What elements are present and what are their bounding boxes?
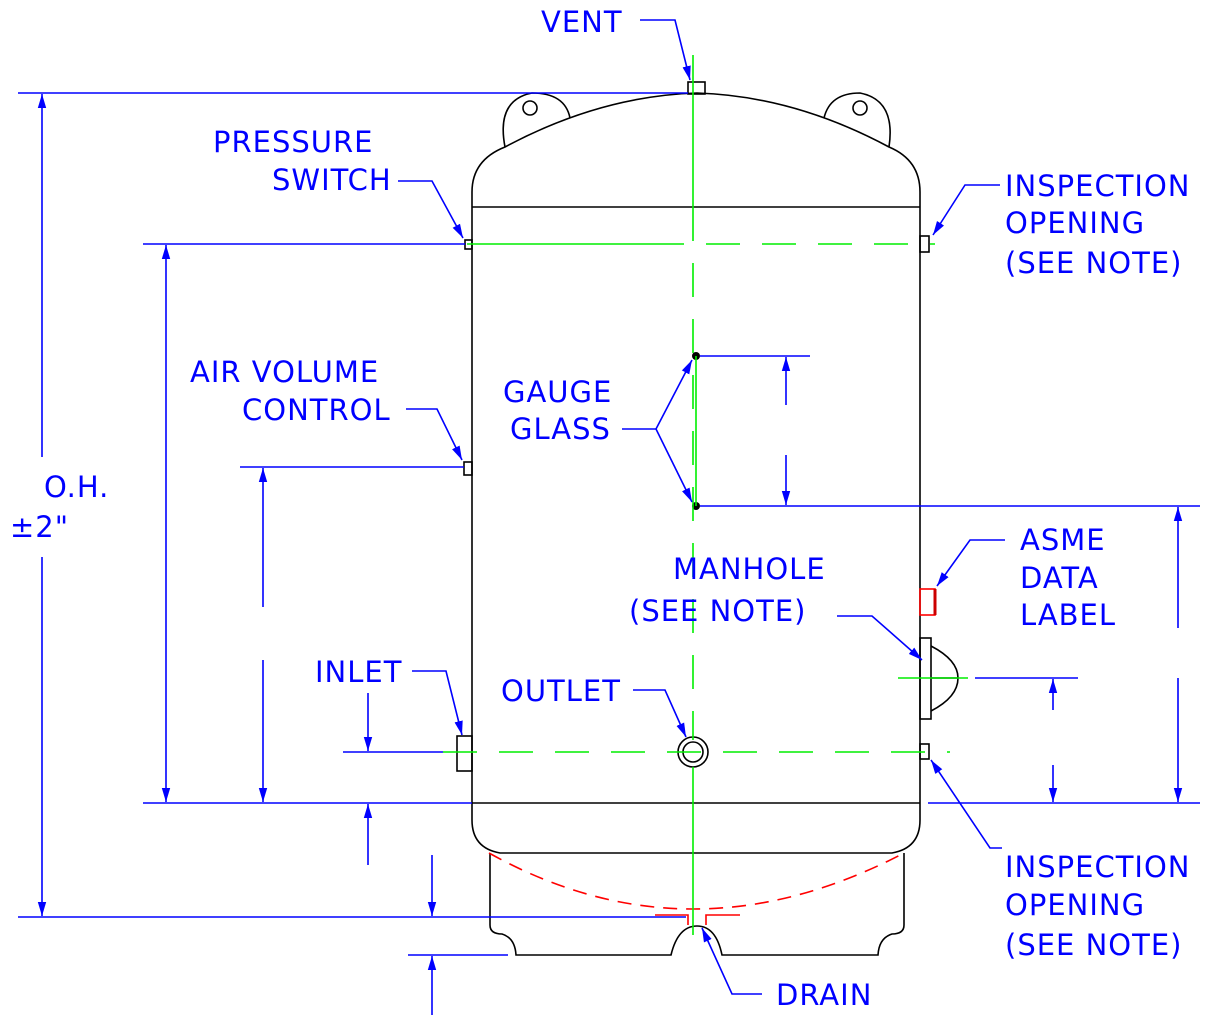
overall-height-label-line2: ±2": [10, 510, 69, 544]
gauge-glass-label-line2: GLASS: [510, 412, 611, 446]
manhole-label-line1: MANHOLE: [673, 552, 826, 586]
outlet-label: OUTLET: [501, 674, 621, 708]
leaders: [398, 19, 1005, 995]
asme-data-label-line3: LABEL: [1020, 598, 1116, 632]
dimension-lines: [18, 92, 1200, 1015]
pressure-switch-label-line2: SWITCH: [272, 163, 392, 197]
air-volume-control-label-line2: CONTROL: [242, 393, 391, 427]
inspection-opening-top-label-line1: INSPECTION: [1005, 169, 1191, 203]
inspection-opening-bottom-label-line1: INSPECTION: [1005, 850, 1191, 884]
asme-data-label-line1: ASME: [1020, 523, 1106, 557]
asme-data-label-line2: DATA: [1020, 561, 1099, 595]
inspection-opening-bottom-label-line2: OPENING: [1005, 888, 1145, 922]
hidden-bottom-head: [488, 852, 905, 910]
gauge-glass-label-line1: GAUGE: [503, 375, 612, 409]
vent-label: VENT: [541, 5, 623, 39]
air-volume-control-label-line1: AIR VOLUME: [190, 355, 379, 389]
inspection-opening-top-label-line3: (SEE NOTE): [1005, 246, 1182, 280]
labels: VENT PRESSURE SWITCH INSPECTION OPENING …: [10, 5, 1191, 1012]
drain-label: DRAIN: [776, 978, 872, 1012]
inlet-label: INLET: [315, 655, 402, 689]
tank-body: [456, 81, 959, 956]
pressure-switch-label-line1: PRESSURE: [213, 125, 373, 159]
centerlines: [443, 55, 968, 935]
manhole-label-line2: (SEE NOTE): [629, 594, 806, 628]
overall-height-label-line1: O.H.: [44, 470, 109, 504]
asme-data-label-plate: [919, 588, 936, 616]
inspection-opening-top-label-line2: OPENING: [1005, 206, 1145, 240]
inspection-opening-bottom-label-line3: (SEE NOTE): [1005, 928, 1182, 962]
